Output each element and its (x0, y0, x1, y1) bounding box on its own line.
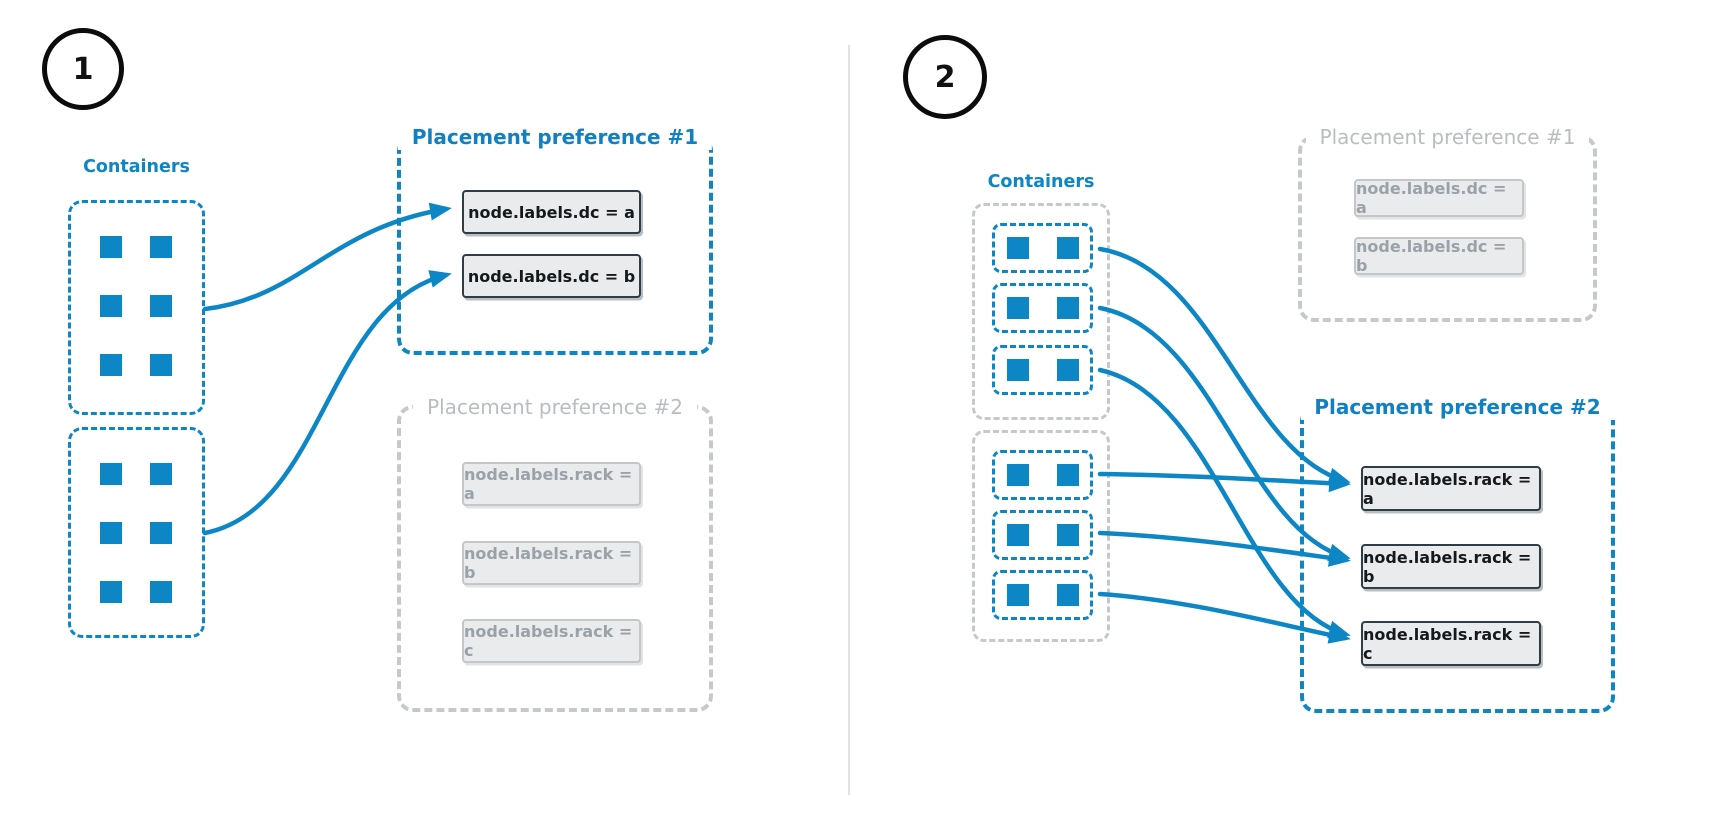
placement-preference-2-panel1: Placement preference #2 node.labels.rack… (397, 394, 713, 712)
step-badge-2: 2 (903, 35, 987, 119)
container-square-icon (1056, 297, 1079, 319)
label-box-dc-b: node.labels.dc = b (462, 254, 641, 298)
preference-title: Placement preference #1 (397, 124, 713, 150)
container-square-icon (100, 522, 122, 544)
container-group-1 (68, 200, 205, 415)
label-box-rack-c: node.labels.rack = c (1361, 621, 1541, 666)
container-square-icon (1006, 359, 1029, 381)
container-square-icon (150, 354, 172, 376)
container-square-icon (1056, 464, 1079, 486)
container-square-icon (150, 581, 172, 603)
container-square-icon (1056, 524, 1079, 546)
container-square-icon (150, 295, 172, 317)
containers-label: Containers (83, 157, 190, 177)
preference-title: Placement preference #2 (413, 394, 697, 420)
container-square-icon (1006, 524, 1029, 546)
container-subgroup-6 (992, 570, 1093, 620)
container-square-grid (71, 430, 202, 603)
label-box-dc-a: node.labels.dc = a (462, 190, 641, 234)
label-box-rack-b: node.labels.rack = b (1361, 544, 1541, 589)
containers-label: Containers (987, 172, 1095, 192)
label-box-rack-c: node.labels.rack = c (462, 619, 641, 663)
container-square-icon (1056, 584, 1079, 606)
container-square-icon (150, 236, 172, 258)
label-box-rack-a: node.labels.rack = a (462, 462, 641, 506)
step-number: 1 (72, 51, 94, 87)
container-square-icon (100, 295, 122, 317)
container-square-icon (100, 463, 122, 485)
placement-preference-1-panel1: Placement preference #1 node.labels.dc =… (397, 124, 713, 355)
panel-divider (848, 45, 850, 795)
container-square-icon (150, 522, 172, 544)
container-subgroup-4 (992, 450, 1093, 500)
container-subgroup-3 (992, 345, 1093, 395)
step-number: 2 (934, 59, 956, 95)
container-square-grid (71, 203, 202, 376)
preference-title: Placement preference #2 (1300, 394, 1615, 420)
preference-title: Placement preference #1 (1305, 124, 1590, 150)
container-square-icon (1056, 237, 1079, 259)
container-square-icon (1006, 297, 1029, 319)
label-box-rack-a: node.labels.rack = a (1361, 466, 1541, 511)
container-subgroup-1 (992, 223, 1093, 273)
placement-preference-2-panel2: Placement preference #2 node.labels.rack… (1300, 394, 1615, 713)
container-square-icon (1006, 237, 1029, 259)
container-square-icon (100, 354, 122, 376)
container-group-2 (68, 427, 205, 638)
container-square-icon (150, 463, 172, 485)
placement-preference-1-panel2: Placement preference #1 node.labels.dc =… (1298, 124, 1597, 322)
container-subgroup-5 (992, 510, 1093, 560)
step-badge-1: 1 (42, 28, 124, 110)
label-box-rack-b: node.labels.rack = b (462, 541, 641, 585)
container-square-icon (1006, 464, 1029, 486)
label-box-dc-b: node.labels.dc = b (1354, 237, 1524, 275)
label-box-dc-a: node.labels.dc = a (1354, 179, 1524, 217)
container-square-icon (1006, 584, 1029, 606)
container-square-icon (100, 581, 122, 603)
container-subgroup-2 (992, 283, 1093, 333)
container-square-icon (100, 236, 122, 258)
container-square-icon (1056, 359, 1079, 381)
